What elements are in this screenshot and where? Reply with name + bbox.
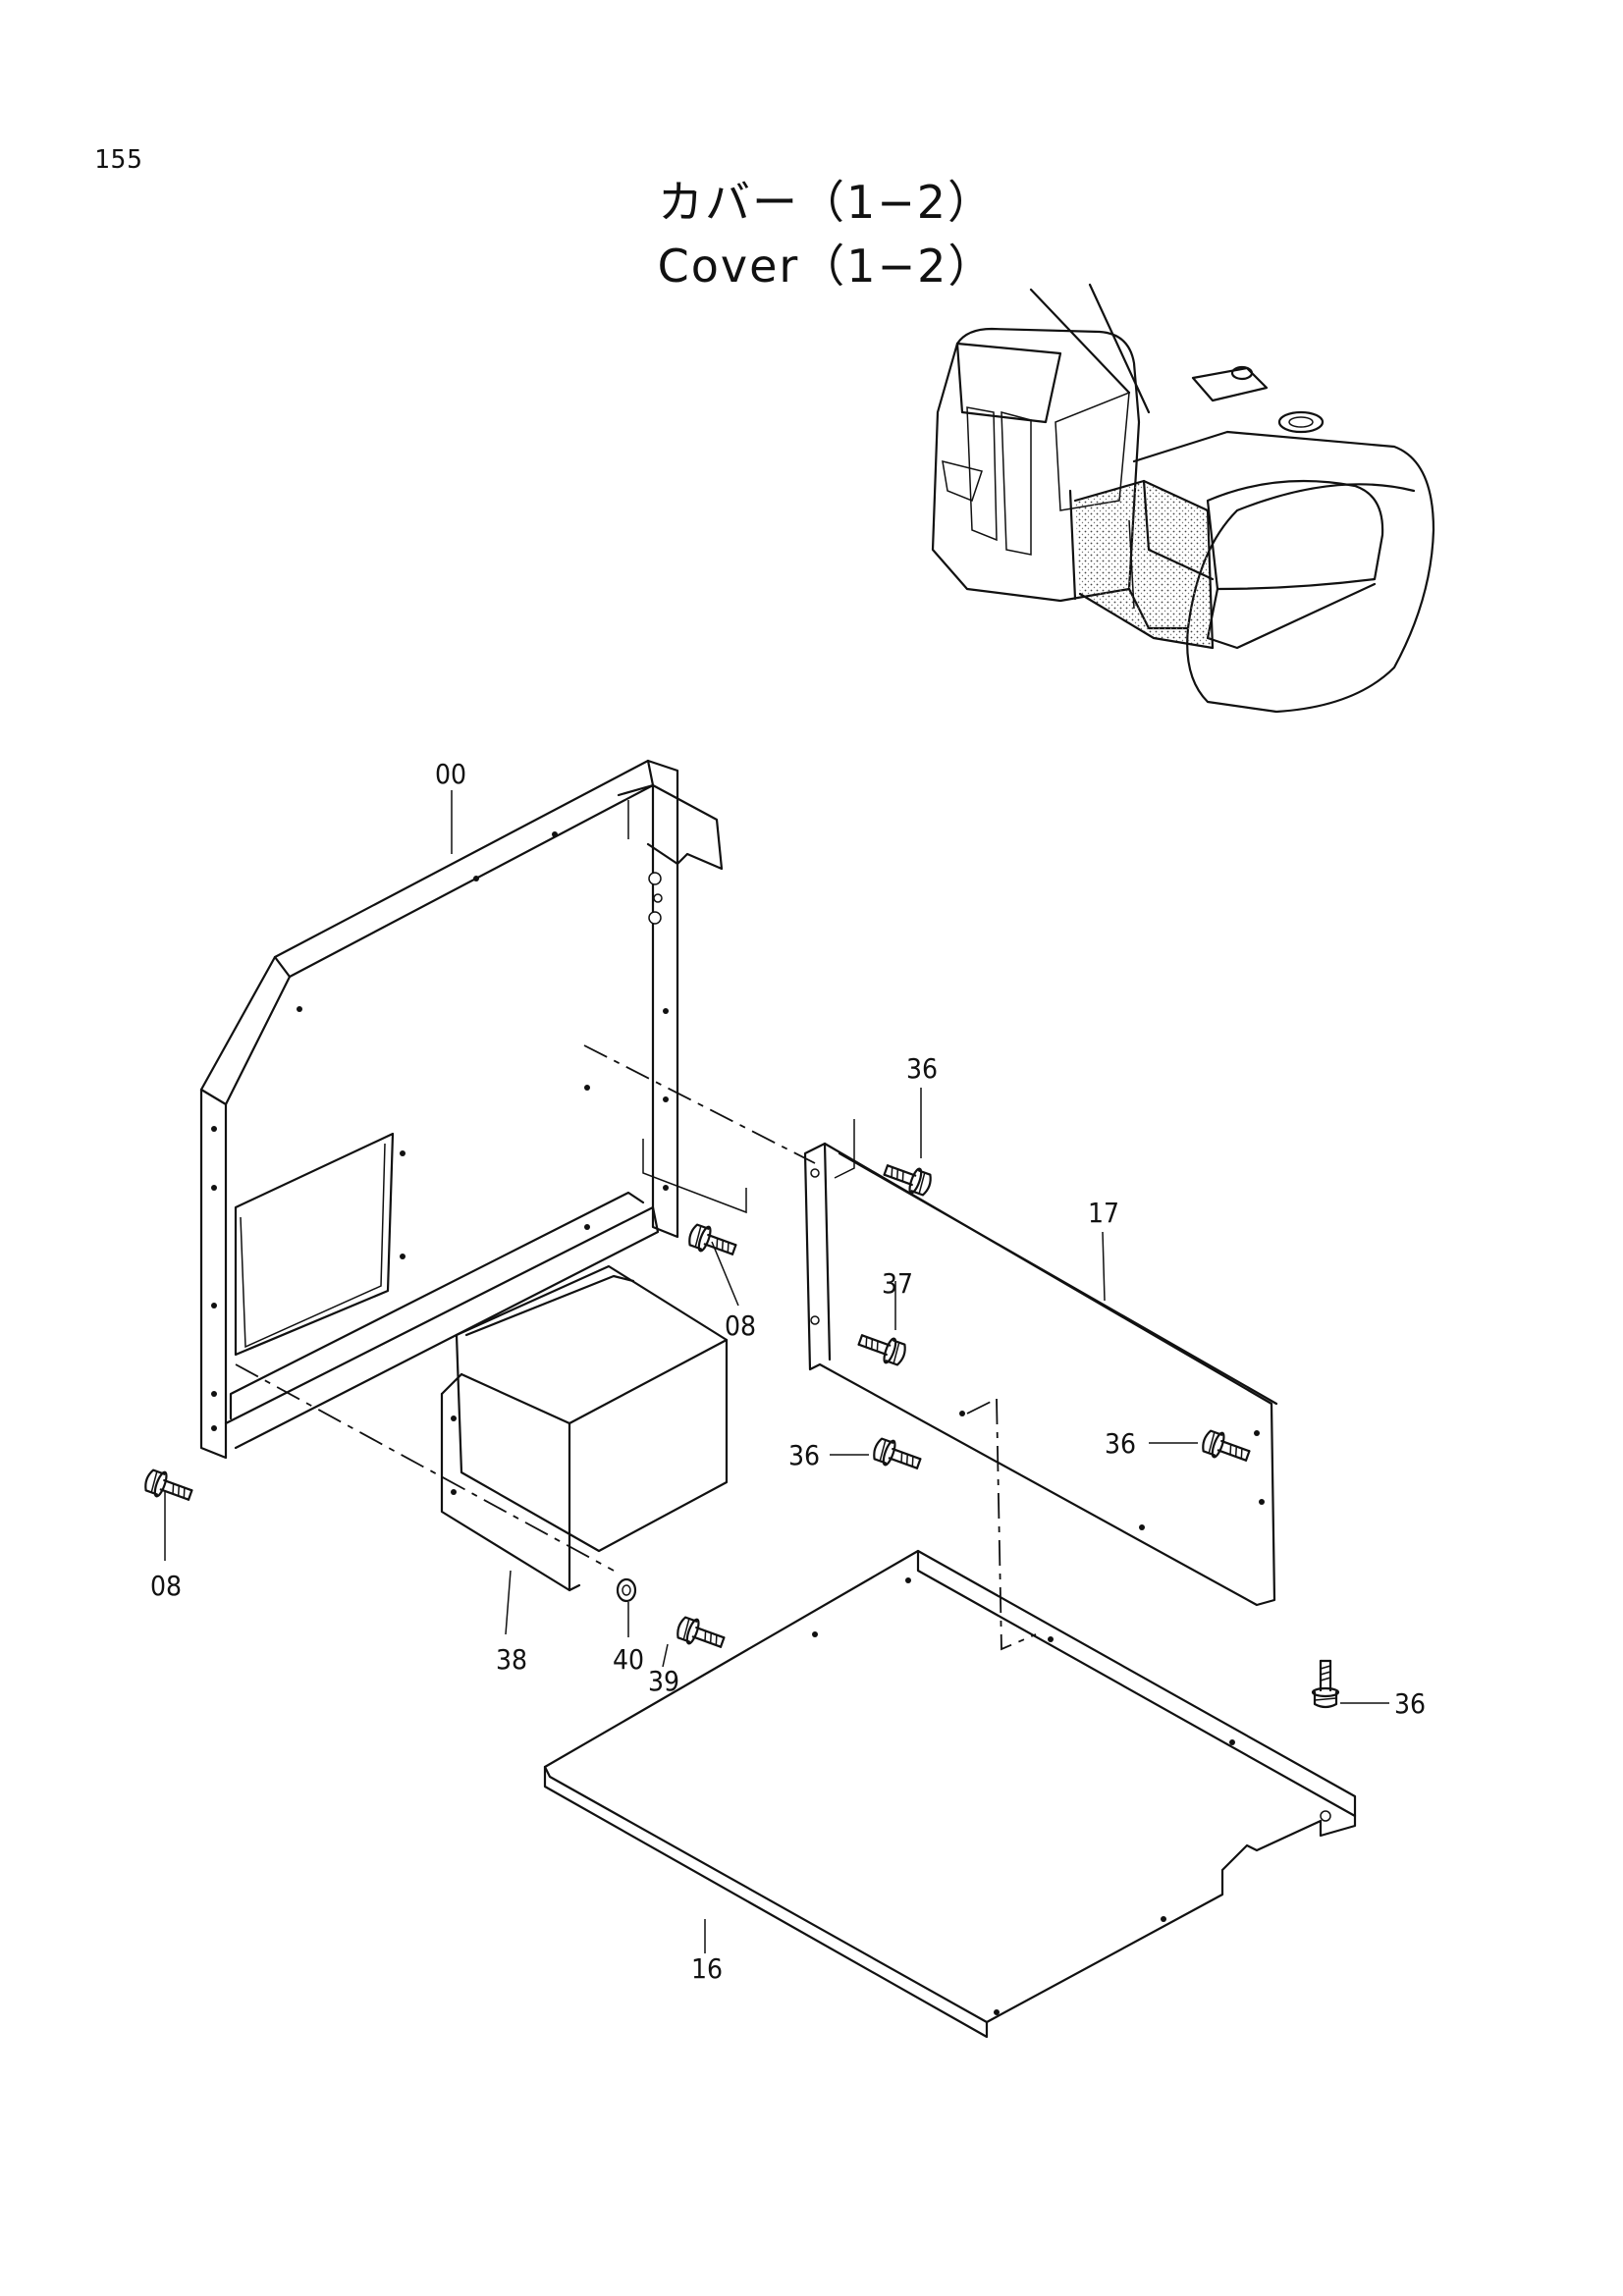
callout-17: 17 bbox=[1088, 1197, 1119, 1229]
assembly-guide-lines bbox=[235, 1044, 1037, 1651]
callout-08-left: 08 bbox=[150, 1570, 182, 1602]
callout-38: 38 bbox=[496, 1643, 527, 1676]
callout-36-left: 36 bbox=[788, 1439, 820, 1471]
callout-00: 00 bbox=[435, 758, 466, 790]
machine-location-inset bbox=[931, 283, 1435, 714]
title-english: Cover（1−2） bbox=[657, 240, 996, 293]
page-number: 155 bbox=[94, 145, 143, 175]
callout-16: 16 bbox=[691, 1952, 723, 1985]
part-16-floor-plate bbox=[543, 1549, 1357, 2039]
callout-39: 39 bbox=[648, 1665, 679, 1697]
callout-36-top: 36 bbox=[906, 1052, 938, 1085]
part-00-frame-panel bbox=[199, 759, 747, 1460]
title-japanese: カバー（1−2） bbox=[657, 176, 996, 229]
callout-40: 40 bbox=[613, 1643, 644, 1676]
callout-labels: 00 08 17 36 37 36 36 36 08 38 40 39 16 bbox=[150, 758, 1426, 1985]
fasteners bbox=[140, 790, 1389, 1953]
callout-37: 37 bbox=[882, 1267, 913, 1300]
callout-36-floor: 36 bbox=[1394, 1687, 1426, 1720]
part-17-side-plate bbox=[803, 1119, 1278, 1607]
part-38-box-cover bbox=[440, 1264, 729, 1592]
callout-36-right: 36 bbox=[1105, 1427, 1136, 1460]
callout-08-right: 08 bbox=[725, 1309, 756, 1342]
